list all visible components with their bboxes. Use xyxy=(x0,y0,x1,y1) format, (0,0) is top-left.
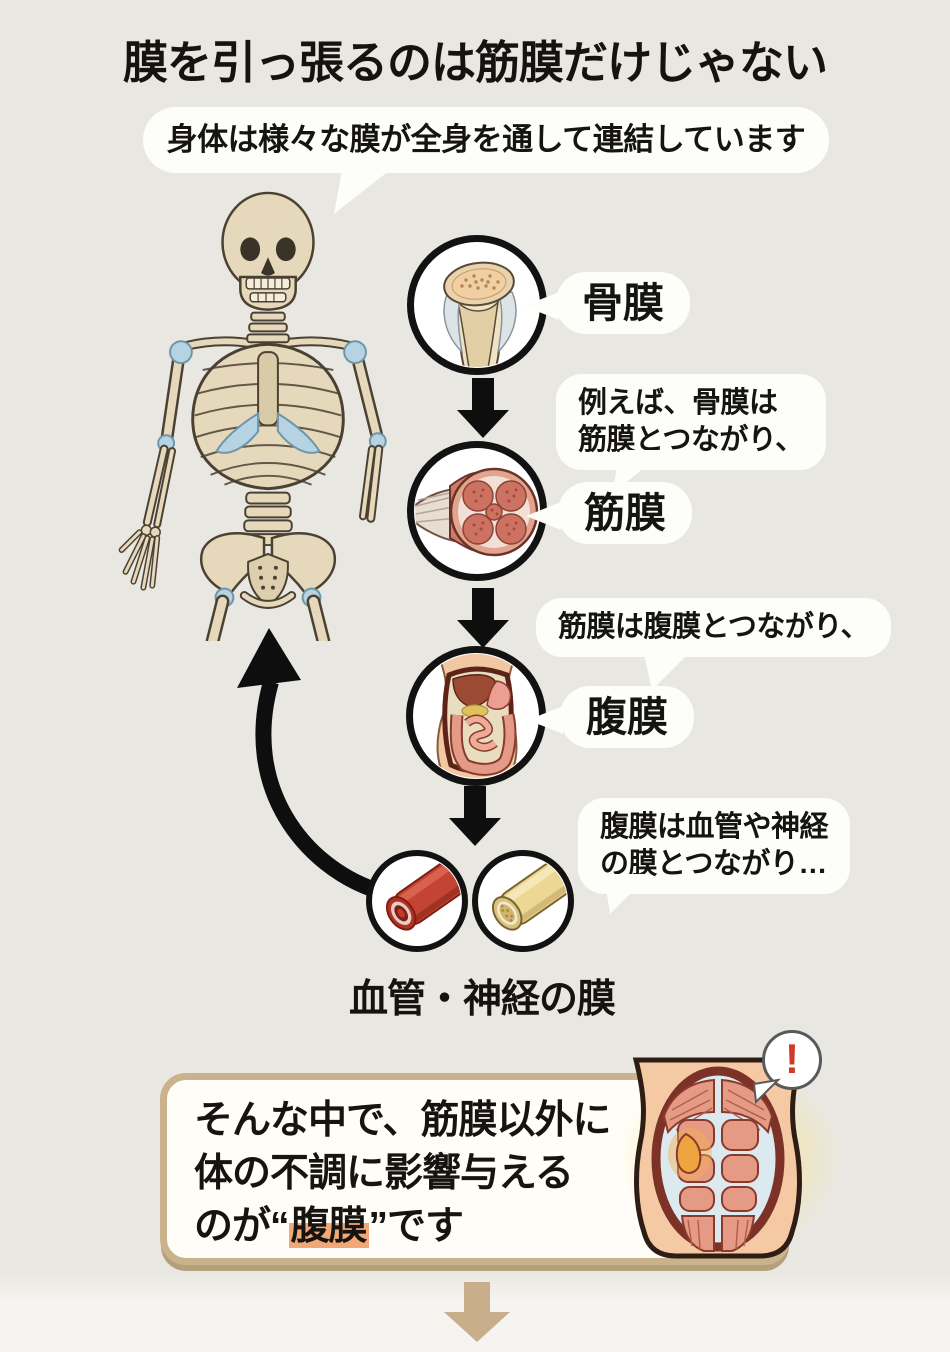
callout-bubble-2: 筋膜は腹膜とつながり、 xyxy=(536,598,892,657)
periosteum-node-circle xyxy=(407,235,547,375)
periosteum-bone-icon xyxy=(443,261,517,367)
blood-vessel-circle xyxy=(366,850,468,952)
conclusion-line2: 体の不調に影響与える xyxy=(194,1152,574,1195)
intro-speech-bubble: 身体は様々な膜が全身を通して連結しています xyxy=(143,107,829,173)
callout-2-line1: 筋膜は腹膜とつながり、 xyxy=(558,611,870,643)
blood-vessel-icon xyxy=(385,860,462,931)
nerve-icon xyxy=(491,860,568,931)
peritoneum-label: 腹膜 xyxy=(586,694,668,740)
callout-3-line1: 腹膜は血管や神経 xyxy=(600,811,829,843)
peritoneum-label-bubble: 腹膜 xyxy=(560,686,694,748)
fascia-label-bubble: 筋膜 xyxy=(558,482,692,544)
exclamation-bubble-tail xyxy=(752,1078,781,1105)
down-arrow-icon xyxy=(450,588,516,648)
peritoneum-bubble-tail xyxy=(528,706,563,734)
callout-bubble-1: 例えば、骨膜は 筋膜とつながり、 xyxy=(556,374,826,470)
callout-3-tail xyxy=(604,874,650,914)
periosteum-bubble-tail xyxy=(524,292,559,320)
conclusion-line1: そんな中で、筋膜以外に xyxy=(194,1099,611,1142)
fascia-muscle-icon xyxy=(415,467,539,557)
peritoneum-abdomen-icon xyxy=(435,654,519,778)
page-title: 膜を引っ張るのは筋膜だけじゃない xyxy=(122,37,828,88)
continue-down-arrow-icon xyxy=(444,1282,510,1342)
callout-bubble-3: 腹膜は血管や神経 の膜とつながり… xyxy=(578,798,851,894)
curved-up-arrow-icon xyxy=(237,628,378,898)
callout-1-line2: 筋膜とつながり、 xyxy=(578,424,804,456)
nerve-circle xyxy=(472,850,574,952)
down-arrow-icon xyxy=(450,378,516,438)
vessel-nerve-label: 血管・神経の膜 xyxy=(348,978,616,1021)
peritoneum-highlight: 腹膜 xyxy=(288,1205,369,1248)
periosteum-label-bubble: 骨膜 xyxy=(556,272,690,334)
fascia-bubble-tail xyxy=(526,502,561,530)
intro-speech-text: 身体は様々な膜が全身を通して連結しています xyxy=(166,122,806,157)
intro-bubble-tail xyxy=(334,170,390,214)
abdominal-wall-icon xyxy=(632,1057,804,1259)
conclusion-line3: のが“腹膜”です xyxy=(194,1205,464,1248)
peritoneum-node-circle xyxy=(406,646,546,786)
fascia-label: 筋膜 xyxy=(584,490,666,536)
skeleton-illustration xyxy=(118,191,387,641)
conclusion-text: そんな中で、筋膜以外に 体の不調に影響与える のが“腹膜”です xyxy=(194,1094,611,1253)
periosteum-label: 骨膜 xyxy=(582,280,664,326)
callout-2-tail xyxy=(644,654,688,690)
down-arrow-icon xyxy=(442,786,508,846)
exclamation-icon: ! xyxy=(785,1035,799,1082)
callout-1-line1: 例えば、骨膜は xyxy=(578,387,778,419)
